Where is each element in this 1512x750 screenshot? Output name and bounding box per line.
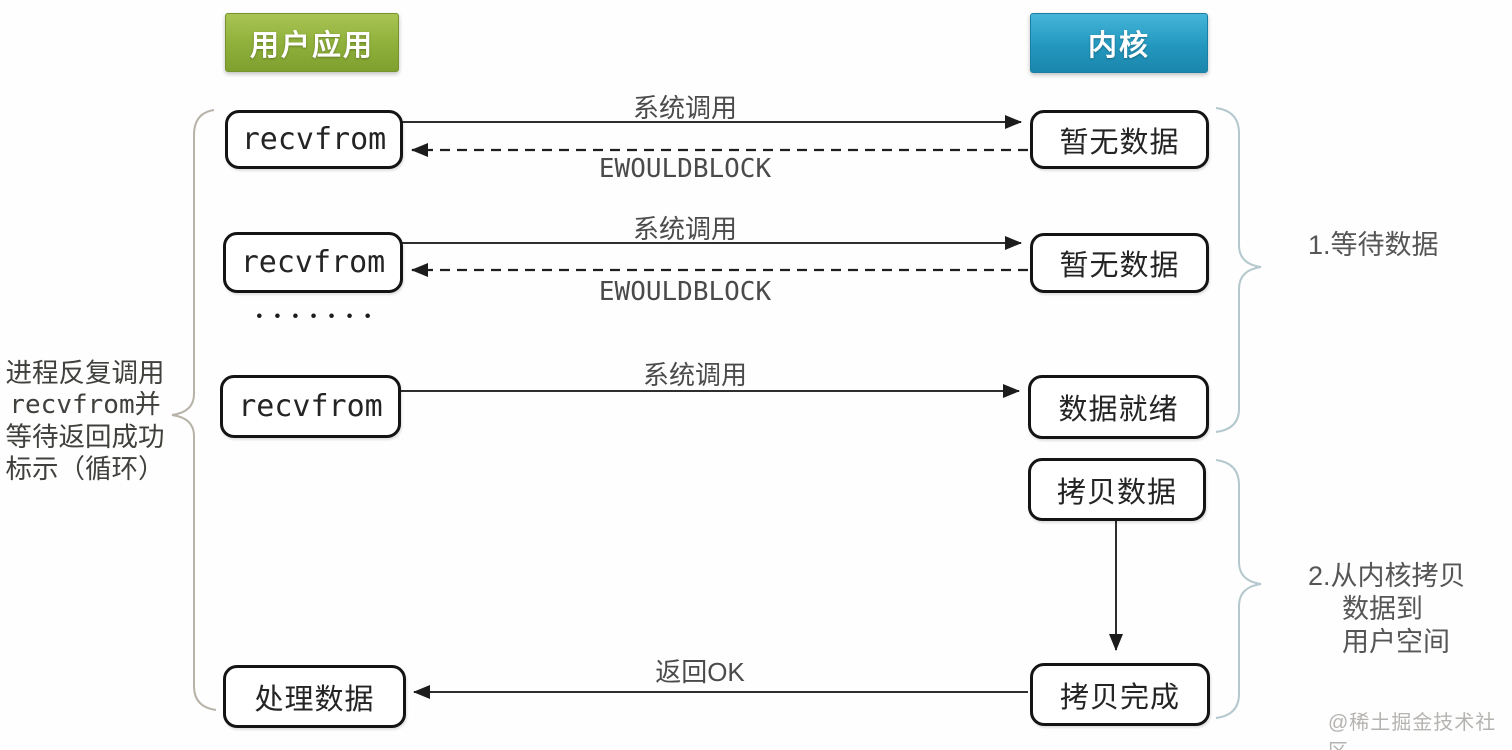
copy-done-node-label: 拷贝完成	[1059, 681, 1180, 714]
loop-brace	[171, 109, 217, 711]
phase2-label-line: 数据到	[1342, 594, 1423, 624]
recvfrom-node-2: recvfrom	[223, 232, 403, 293]
phase2-brace	[1215, 459, 1262, 719]
recvfrom-node-2-label: recvfrom	[240, 245, 386, 280]
kernel-header-label: 内核	[1087, 30, 1150, 62]
loop-note-line: recvfrom并	[9, 390, 161, 420]
no-data-node-2-label: 暂无数据	[1059, 250, 1180, 282]
loop-note-line: 等待返回成功	[5, 422, 165, 452]
phase1-label: 1.等待数据	[1308, 230, 1439, 260]
user-app-header-label: 用户应用	[249, 29, 374, 62]
loop-note-line: 进程反复调用	[5, 358, 165, 388]
recvfrom-node-1-label: recvfrom	[241, 122, 387, 157]
return-ok-label: 返回OK	[655, 657, 745, 687]
process-data-node-label: 处理数据	[254, 683, 375, 716]
no-data-node-2: 暂无数据	[1030, 233, 1209, 293]
copy-data-node-label: 拷贝数据	[1056, 476, 1177, 509]
recvfrom-node-1: recvfrom	[225, 110, 403, 169]
kernel-header: 内核	[1030, 13, 1208, 73]
ewouldblock-label-1: EWOULDBLOCK	[598, 154, 772, 184]
watermark: @稀土掘金技术社区	[1328, 712, 1497, 750]
copy-data-node: 拷贝数据	[1028, 458, 1206, 521]
phase1-brace	[1215, 107, 1262, 433]
user-app-header: 用户应用	[225, 13, 399, 72]
data-ready-node-label: 数据就绪	[1058, 394, 1179, 426]
phase2-label-line: 用户空间	[1342, 627, 1450, 657]
loop-note: 进程反复调用 recvfrom并 等待返回成功 标示（循环）	[0, 357, 170, 485]
syscall-label-1: 系统调用	[632, 93, 737, 123]
phase2-label: 2.从内核拷贝 数据到 用户空间	[1308, 560, 1466, 659]
syscall-label-2: 系统调用	[632, 214, 737, 244]
loop-note-line: 标示（循环）	[5, 454, 165, 484]
no-data-node-1-label: 暂无数据	[1059, 126, 1180, 159]
process-data-node: 处理数据	[223, 665, 406, 728]
phase2-label-line: 2.从内核拷贝	[1308, 561, 1466, 591]
data-ready-node: 数据就绪	[1028, 375, 1209, 439]
repeat-ellipsis: • • • • • • •	[256, 308, 375, 325]
copy-done-node: 拷贝完成	[1030, 663, 1210, 726]
recvfrom-node-3-label: recvfrom	[238, 389, 383, 424]
syscall-label-3: 系统调用	[642, 360, 747, 390]
recvfrom-node-3: recvfrom	[220, 375, 401, 438]
no-data-node-1: 暂无数据	[1030, 110, 1209, 169]
ewouldblock-label-2: EWOULDBLOCK	[598, 277, 772, 307]
